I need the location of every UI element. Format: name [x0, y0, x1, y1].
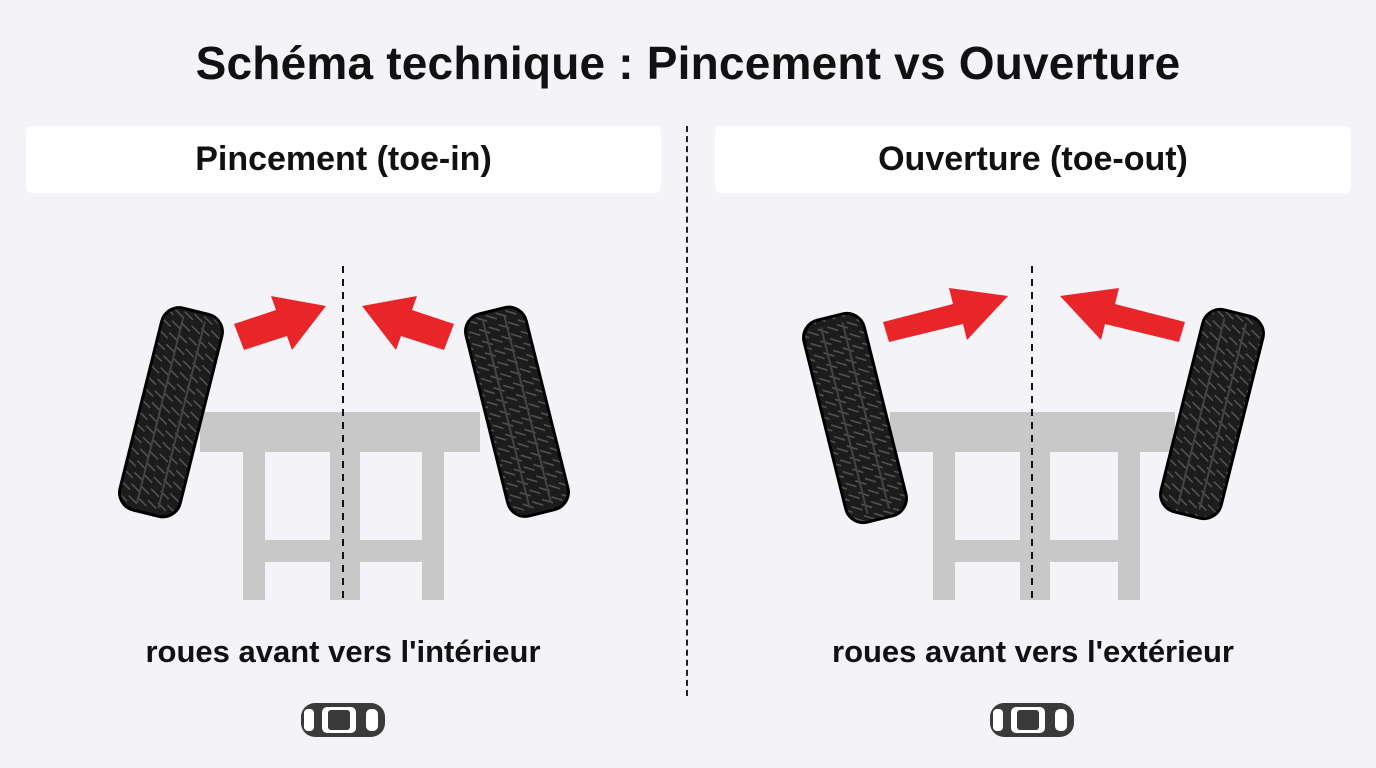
car-top-view-icon: [301, 703, 385, 737]
car-top-view-icon: [990, 703, 1074, 737]
panel-heading-toe-in-text: Pincement (toe-in): [195, 140, 492, 178]
right-tire-icon: [1159, 307, 1265, 521]
chassis: [890, 412, 1175, 600]
left-arrow-icon: [883, 288, 1008, 342]
toe-out-diagram: [802, 266, 1265, 600]
left-arrow-icon: [234, 296, 326, 350]
caption-toe-in: roues avant vers l'intérieur: [145, 634, 541, 669]
panel-divider: [686, 126, 688, 696]
right-arrow-icon: [362, 296, 454, 350]
left-tire-icon: [802, 311, 908, 525]
diagram-title: Schéma technique : Pincement vs Ouvertur…: [195, 37, 1181, 89]
caption-toe-out: roues avant vers l'extérieur: [832, 634, 1234, 669]
right-tire-icon: [464, 305, 570, 518]
toe-in-diagram: [118, 266, 570, 600]
panel-heading-toe-out-text: Ouverture (toe-out): [878, 140, 1188, 178]
chassis: [200, 412, 480, 600]
left-tire-icon: [118, 306, 224, 519]
panel-heading-toe-out: Ouverture (toe-out): [715, 126, 1351, 193]
right-arrow-icon: [1060, 288, 1185, 342]
panel-heading-toe-in: Pincement (toe-in): [26, 126, 661, 193]
